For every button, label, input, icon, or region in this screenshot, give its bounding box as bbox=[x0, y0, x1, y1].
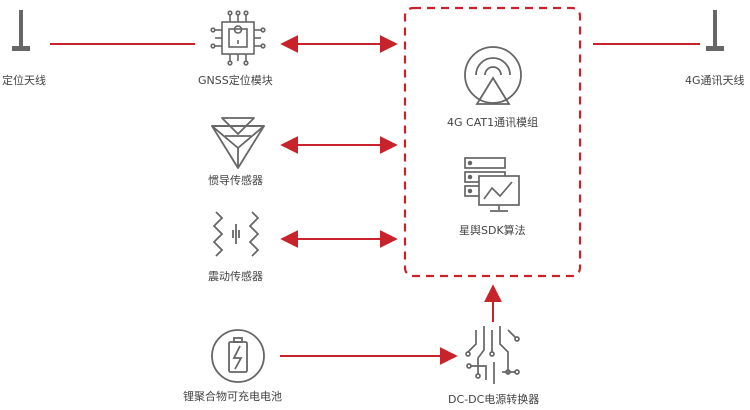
sdk-label: 星舆SDK算法 bbox=[459, 224, 526, 237]
chip-icon bbox=[210, 10, 266, 66]
vibration-icon bbox=[212, 211, 260, 257]
signal-icon bbox=[464, 46, 522, 105]
left-antenna-label: 定位天线 bbox=[2, 74, 46, 87]
right-antenna-label: 4G通讯天线 bbox=[685, 74, 745, 87]
circuit-icon bbox=[465, 326, 520, 384]
battery-icon bbox=[211, 329, 265, 383]
gnss-label: GNSS定位模块 bbox=[198, 74, 273, 87]
dcdc-label: DC-DC电源转换器 bbox=[448, 393, 540, 406]
left-antenna-icon bbox=[12, 10, 30, 51]
gyroscope-icon bbox=[211, 117, 265, 169]
battery-label: 锂聚合物可充电电池 bbox=[183, 390, 282, 403]
server-chart-icon bbox=[464, 157, 520, 212]
right-antenna-icon bbox=[706, 10, 724, 51]
main-board-box bbox=[403, 6, 582, 278]
vibration-label: 震动传感器 bbox=[208, 270, 263, 283]
inertial-label: 惯导传感器 bbox=[208, 174, 263, 187]
cat1-label: 4G CAT1通讯模组 bbox=[447, 116, 539, 129]
